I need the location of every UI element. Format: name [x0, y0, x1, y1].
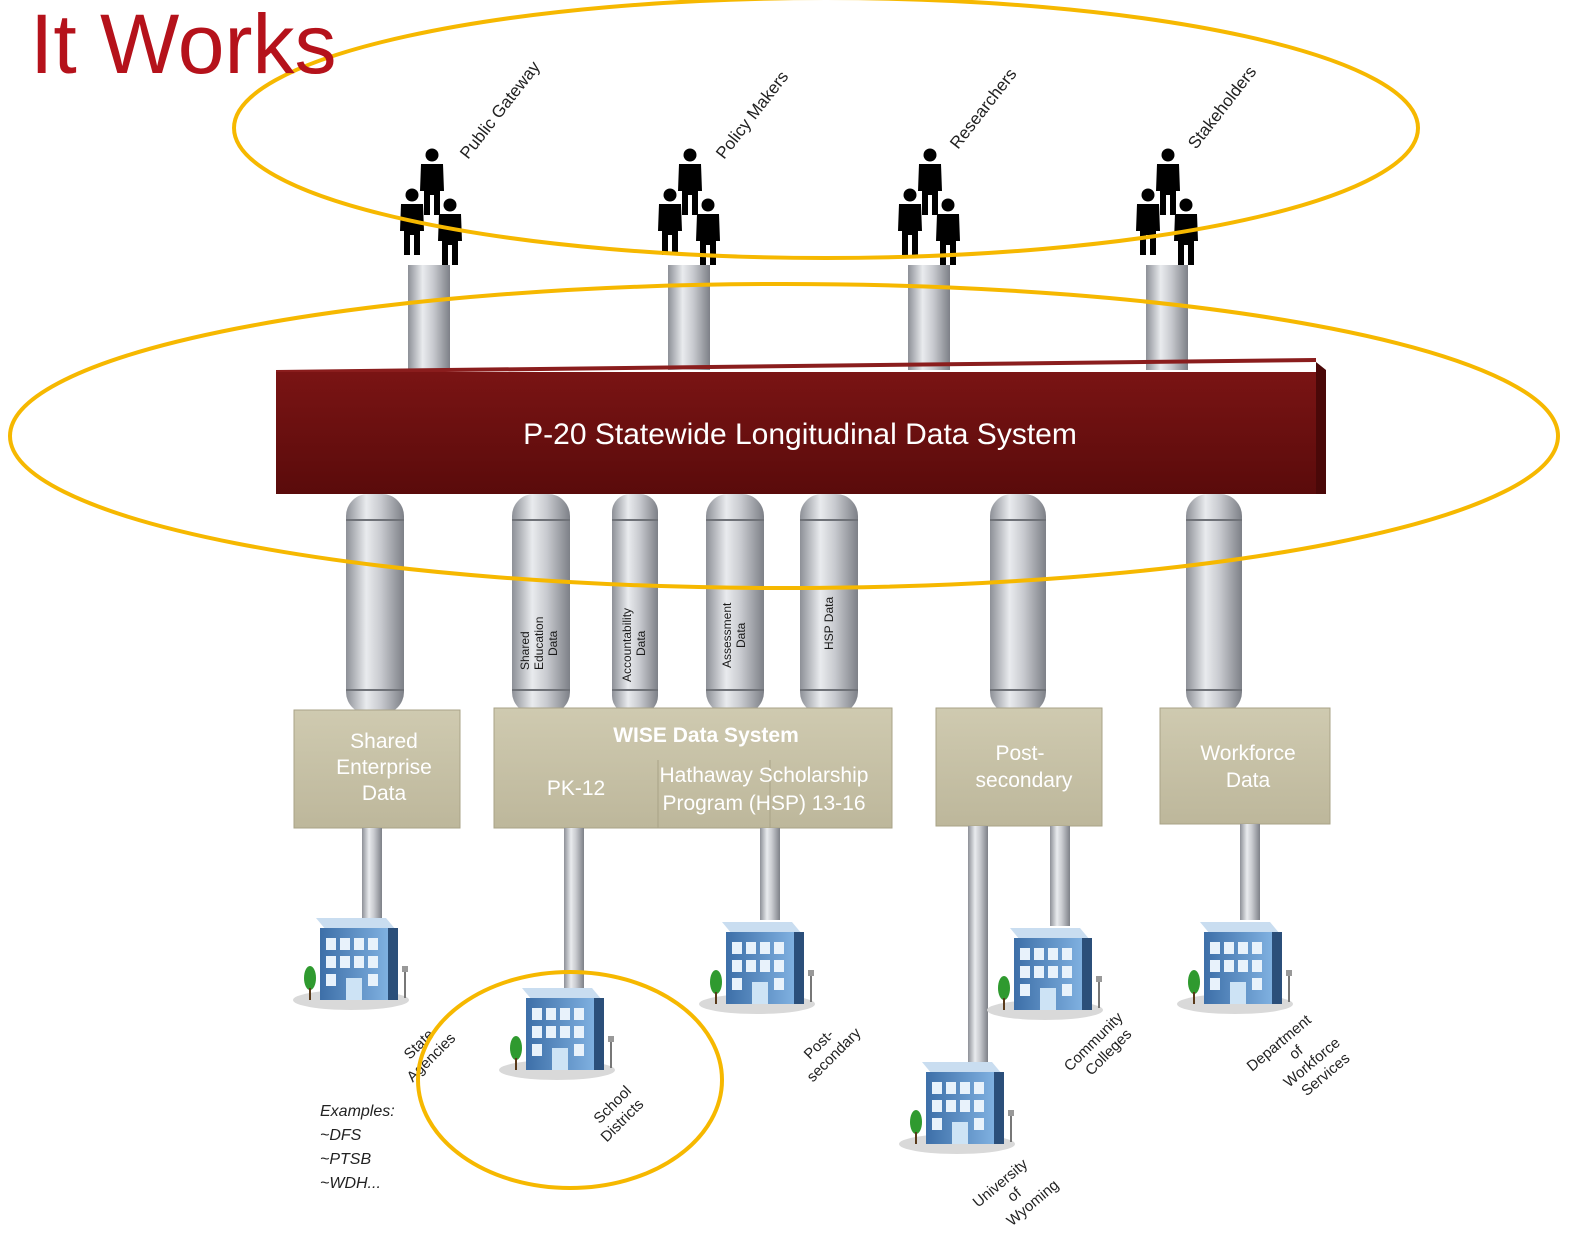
wise-hsp-line2: Program (HSP) 13-16 — [662, 792, 865, 815]
pipe-assessment — [706, 494, 764, 714]
pipe-label-assessment-1: Assessment — [720, 602, 734, 668]
pipe-label-accountability-1: Accountability — [620, 608, 634, 682]
people-icon-stakeholders — [1136, 148, 1198, 265]
label-policy-makers: Policy Makers — [712, 67, 792, 162]
building-workforce-services-icon — [1177, 922, 1293, 1014]
upper-pipe-public — [408, 265, 450, 370]
upper-pipe-researchers — [908, 265, 950, 370]
upper-pipe-policy — [668, 265, 710, 370]
pipe-workforce — [1186, 494, 1242, 714]
box-workforce-line1: Workforce — [1200, 742, 1295, 765]
pipe-label-shared-education-2: Education — [532, 617, 546, 670]
wise-hsp-line1: Hathaway Scholarship — [660, 764, 869, 787]
box-shared-enterprise-line2: Enterprise — [336, 756, 432, 779]
pipe-label-accountability-2: Data — [634, 630, 648, 656]
box-shared-enterprise-line1: Shared — [350, 730, 418, 753]
box-shared-enterprise: Shared Enterprise Data — [293, 709, 461, 829]
box-shared-enterprise-line3: Data — [362, 782, 407, 805]
central-banner: P-20 Statewide Longitudinal Data System — [276, 358, 1326, 494]
pipe-shared-enterprise — [346, 494, 404, 714]
highlight-central-system — [8, 282, 1560, 590]
examples-heading: Examples: — [320, 1103, 395, 1120]
building-postsecondary-icon — [699, 922, 815, 1014]
people-icon-public — [400, 148, 462, 265]
label-public-gateway: Public Gateway — [456, 57, 544, 162]
building-university-icon — [899, 1062, 1015, 1154]
building-state-agencies-icon — [293, 918, 409, 1010]
pipe-accountability — [612, 494, 658, 714]
pipe-shared-education — [512, 494, 570, 714]
pipe-label-assessment-2: Data — [734, 622, 748, 648]
central-system-label: P-20 Statewide Longitudinal Data System — [523, 418, 1077, 451]
upper-pipe-stakeholders — [1146, 265, 1188, 370]
highlight-school-districts — [416, 970, 724, 1190]
box-postsecondary-line2: secondary — [976, 769, 1073, 792]
people-icon-policy — [658, 148, 720, 265]
examples-item-1: ~DFS — [320, 1127, 362, 1144]
lower-pipes — [346, 494, 1242, 714]
source-pipes — [362, 824, 1260, 1066]
pipe-postsecondary — [990, 494, 1046, 714]
highlight-ellipses — [8, 0, 1560, 1190]
pipe-label-hsp: HSP Data — [822, 597, 836, 650]
upper-pipes — [408, 265, 1188, 370]
building-school-districts-icon — [499, 988, 615, 1080]
pipe-label-shared-education-3: Data — [546, 630, 560, 656]
pipe-label-shared-education-1: Shared — [518, 631, 532, 670]
label-stakeholders: Stakeholders — [1184, 63, 1260, 153]
user-group-labels: Public Gateway Policy Makers Researchers… — [456, 57, 1260, 162]
box-postsecondary: Post- secondary — [935, 707, 1103, 827]
label-researchers: Researchers — [946, 65, 1020, 153]
people-icon-researchers — [898, 148, 960, 265]
pipe-labels: Shared Education Data Accountability Dat… — [518, 597, 836, 682]
wise-pk12: PK-12 — [547, 777, 605, 800]
examples-item-2: ~PTSB — [320, 1151, 371, 1168]
highlight-user-groups — [232, 0, 1420, 260]
data-boxes: Shared Enterprise Data WISE Data System … — [293, 707, 1331, 829]
building-community-colleges-icon — [987, 928, 1103, 1020]
wise-title: WISE Data System — [613, 724, 799, 747]
box-wise: WISE Data System PK-12 Hathaway Scholars… — [493, 707, 893, 829]
box-workforce: Workforce Data — [1159, 707, 1331, 825]
examples-list: Examples: ~DFS ~PTSB ~WDH... — [320, 1103, 395, 1192]
examples-item-3: ~WDH... — [320, 1175, 381, 1192]
slide-title: It Works — [30, 0, 337, 91]
box-postsecondary-line1: Post- — [995, 742, 1044, 765]
pipe-hsp — [800, 494, 858, 714]
box-workforce-line2: Data — [1226, 769, 1271, 792]
